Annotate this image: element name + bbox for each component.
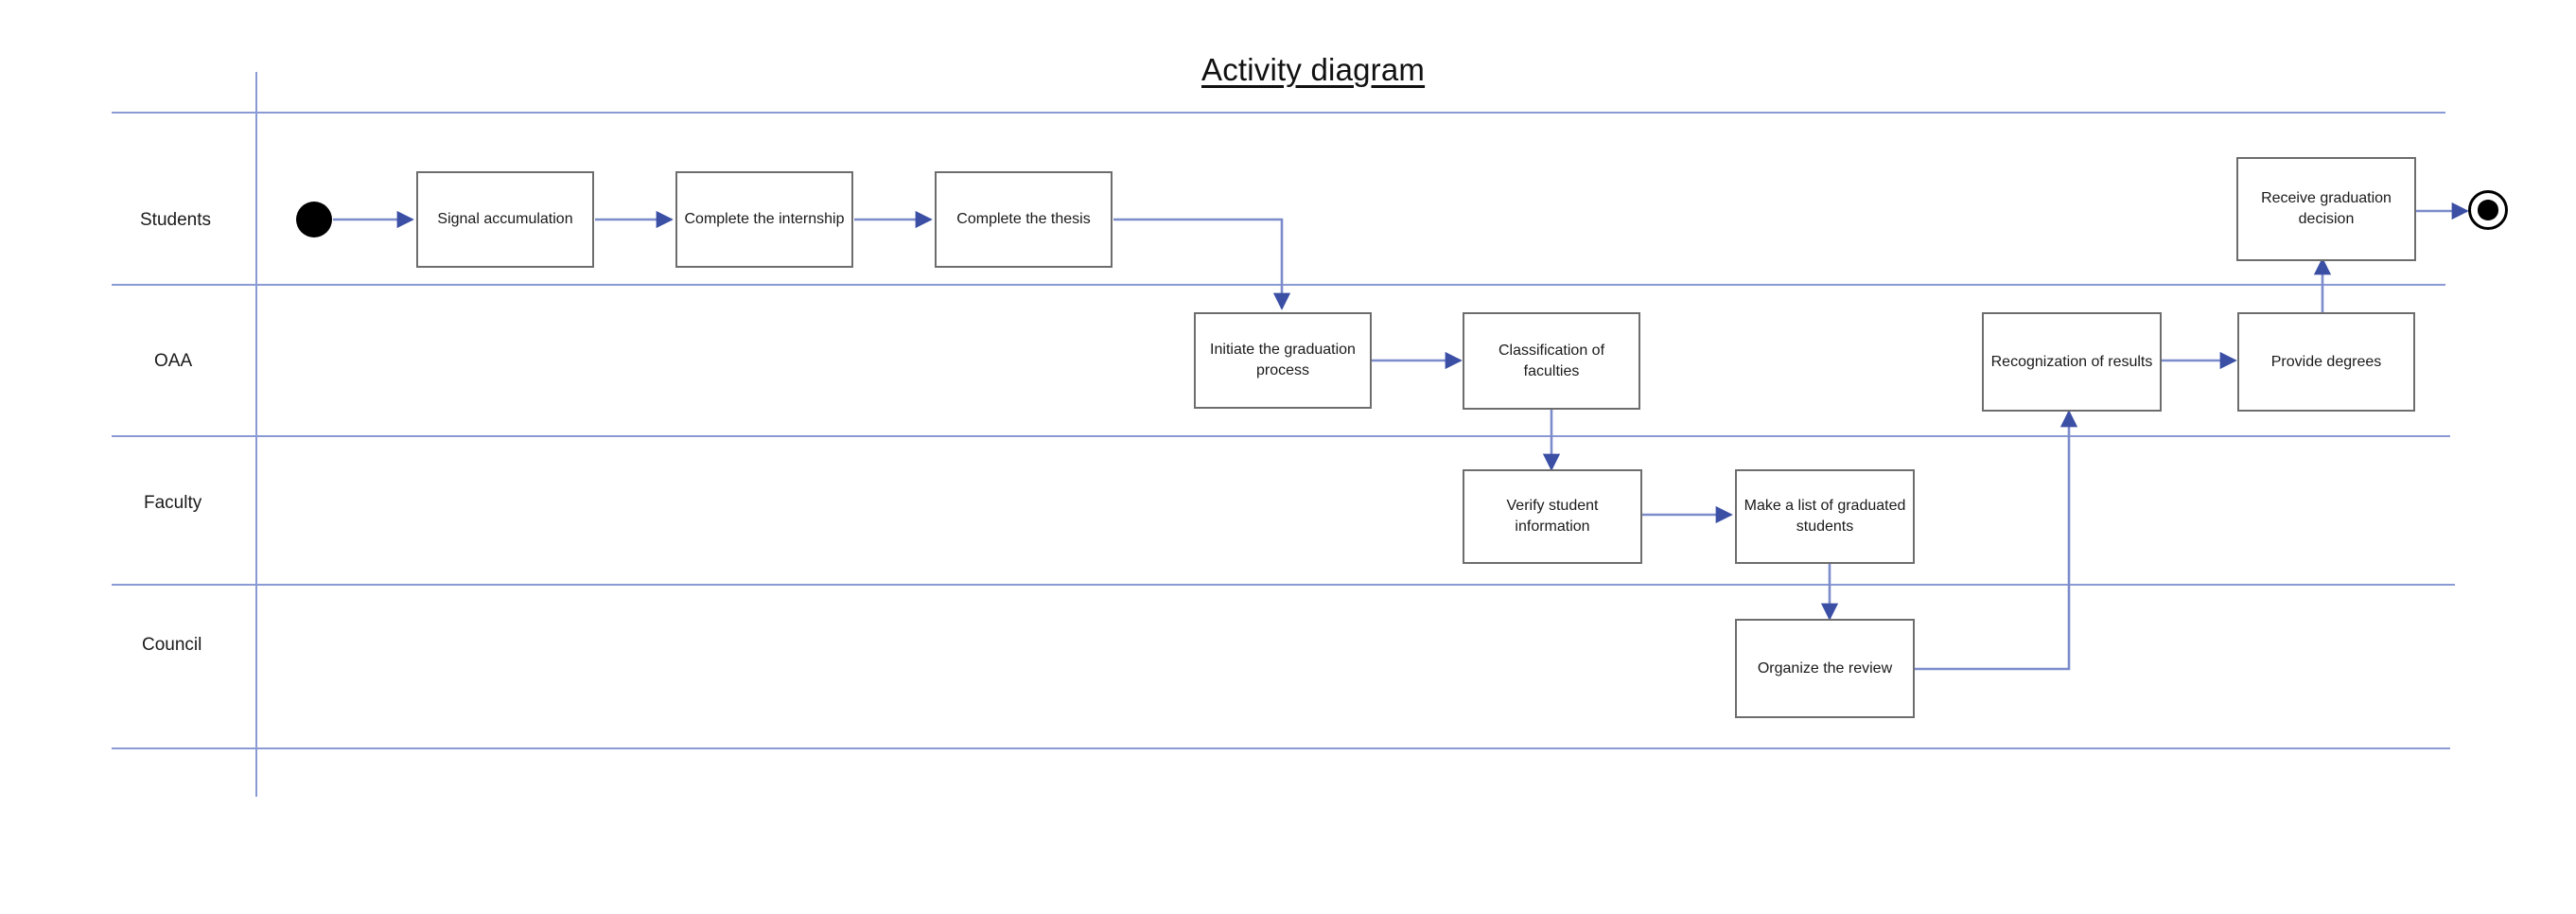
initial-node [296, 202, 332, 237]
lane-rule-students-oaa [112, 284, 2445, 286]
lane-rule-top [112, 112, 2445, 114]
activity-complete-internship[interactable]: Complete the internship [675, 171, 853, 268]
lane-label-faculty: Faculty [144, 493, 202, 513]
activity-initiate-graduation-process[interactable]: Initiate the graduation process [1194, 312, 1372, 409]
activity-label: Signal accumulation [437, 211, 573, 228]
lane-rule-faculty-council [112, 584, 2455, 586]
activity-verify-student-information[interactable]: Verify student information [1463, 469, 1642, 564]
activity-make-list-graduated-students[interactable]: Make a list of graduated students [1735, 469, 1915, 564]
activity-recognization-of-results[interactable]: Recognization of results [1982, 312, 2162, 412]
activity-signal-accumulation[interactable]: Signal accumulation [416, 171, 594, 268]
lane-label-students: Students [140, 210, 211, 230]
flow-organize-the-review-to-recognization-of-results [1912, 410, 2078, 671]
final-node [2468, 190, 2508, 230]
activity-organize-the-review[interactable]: Organize the review [1735, 619, 1915, 718]
activity-complete-thesis[interactable]: Complete the thesis [935, 171, 1113, 268]
activity-label: Initiate the graduation process [1210, 342, 1356, 378]
activity-label: Complete the internship [684, 211, 845, 228]
lane-rule-oaa-faculty [112, 435, 2450, 437]
flow-complete-thesis-to-initiate-graduation-process [1113, 218, 1291, 310]
lane-label-divider [255, 72, 257, 797]
activity-label: Verify student information [1506, 498, 1599, 535]
activity-label: Complete the thesis [956, 211, 1091, 228]
lane-label-oaa: OAA [154, 351, 193, 371]
activity-receive-graduation-decision[interactable]: Receive graduation decision [2236, 157, 2416, 261]
activity-classification-of-faculties[interactable]: Classification of faculties [1463, 312, 1640, 410]
lane-label-council: Council [142, 635, 202, 655]
activity-label: Provide degrees [2270, 353, 2382, 370]
activity-label: Receive graduation decision [2261, 190, 2392, 227]
activity-label: Recognization of results [1990, 353, 2153, 370]
activity-provide-degrees[interactable]: Provide degrees [2237, 312, 2415, 412]
activity-label: Classification of faculties [1498, 342, 1605, 379]
page-title: Activity diagram [1201, 52, 1426, 87]
lane-rule-bottom [112, 747, 2450, 749]
activity-label: Organize the review [1757, 659, 1893, 677]
activity-label: Make a list of graduated students [1744, 498, 1906, 535]
